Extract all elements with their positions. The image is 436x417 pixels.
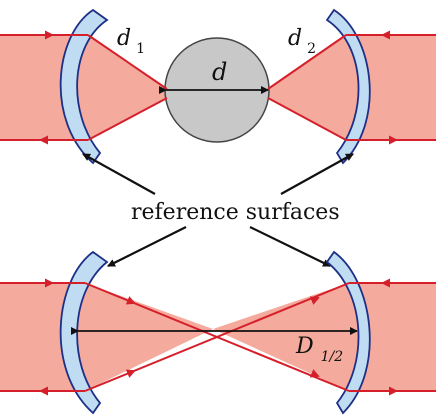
bottom-left-mirror bbox=[59, 250, 109, 415]
top-right-lower-converging-ray bbox=[267, 97, 347, 141]
reference-surfaces-label: reference surfaces bbox=[131, 200, 340, 225]
top-right-upper-converging-ray bbox=[267, 34, 347, 90]
bottom-scene: D 1/2 bbox=[0, 250, 436, 415]
top-right-beam bbox=[268, 35, 436, 140]
top-left-lower-converging-ray bbox=[87, 97, 168, 141]
bottom-left-beam bbox=[0, 283, 213, 391]
d-half-label: D 1/2 bbox=[295, 334, 343, 365]
sphere-diameter-label: d bbox=[212, 58, 227, 86]
top-left-mirror bbox=[59, 8, 109, 165]
bottom-right-mirror bbox=[325, 250, 371, 415]
pointer-bottom-right bbox=[249, 226, 331, 267]
bottom-right-beam bbox=[213, 283, 436, 391]
pointer-bottom-left bbox=[107, 226, 187, 267]
d2-label: d 2 bbox=[288, 26, 316, 57]
top-left-upper-converging-ray bbox=[87, 34, 168, 90]
pointer-top-right bbox=[280, 153, 354, 195]
top-scene: d 1 d 2 d bbox=[0, 8, 436, 165]
top-right-mirror bbox=[325, 8, 371, 165]
pointer-top-left bbox=[82, 153, 156, 195]
reference-surfaces-group: reference surfaces bbox=[82, 153, 354, 267]
d1-label: d 1 bbox=[117, 26, 145, 57]
